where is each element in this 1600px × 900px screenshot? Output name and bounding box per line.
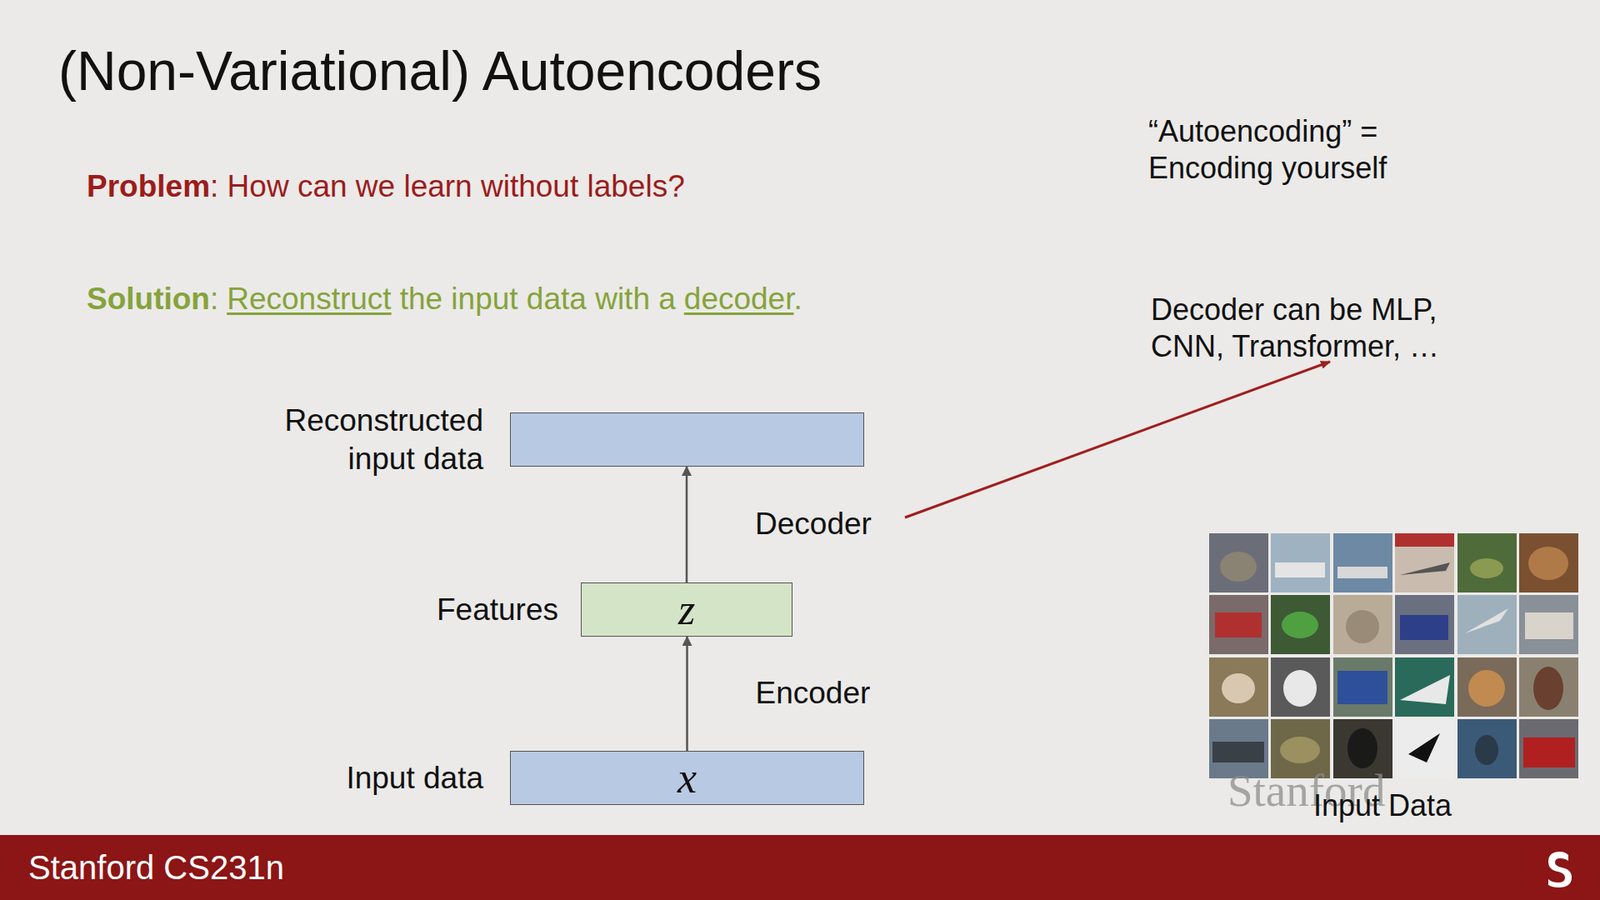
solution-text: the input data with a (400, 281, 676, 316)
layer-label: Features (436, 590, 559, 629)
math-symbol: x (677, 756, 697, 800)
university-logo (1548, 851, 1572, 888)
side-note: Decoder can be MLP, CNN, Transformer, … (1150, 291, 1493, 364)
flow-arrow (685, 466, 689, 583)
statement-line: Problem: How can we learn without labels… (86, 168, 685, 205)
solution-keyword: Solution (86, 281, 210, 316)
math-symbol: z (678, 588, 695, 632)
solution-term: Reconstruct (226, 281, 391, 316)
problem-text: : How can we learn without labels? (210, 169, 685, 204)
layer-label: Reconstructed input data (262, 400, 484, 479)
footer-text: Stanford CS231n (28, 847, 285, 888)
problem-keyword: Problem (86, 169, 210, 204)
statement-line: Solution:Reconstruct the input data with … (86, 280, 803, 318)
layer-box: Reconstructed input data (510, 412, 865, 467)
leader-arrow (905, 361, 1330, 518)
solution-period: . (793, 281, 802, 316)
layer-box: Input datax (510, 750, 865, 805)
solution-colon: : (210, 281, 219, 316)
layer-box: Featuresz (580, 582, 793, 637)
image-grid (1209, 533, 1579, 779)
edge-label: Decoder (755, 505, 872, 543)
layer-label: Input data (345, 758, 484, 797)
image-caption: Input Data (1313, 787, 1452, 824)
solution-term: decoder (684, 281, 795, 316)
edge-label: Encoder (755, 675, 871, 712)
side-note: “Autoencoding” = Encoding yourself (1148, 113, 1440, 185)
flow-arrow (685, 636, 689, 751)
slide-title: (Non-Variational) Autoencoders (58, 38, 822, 105)
